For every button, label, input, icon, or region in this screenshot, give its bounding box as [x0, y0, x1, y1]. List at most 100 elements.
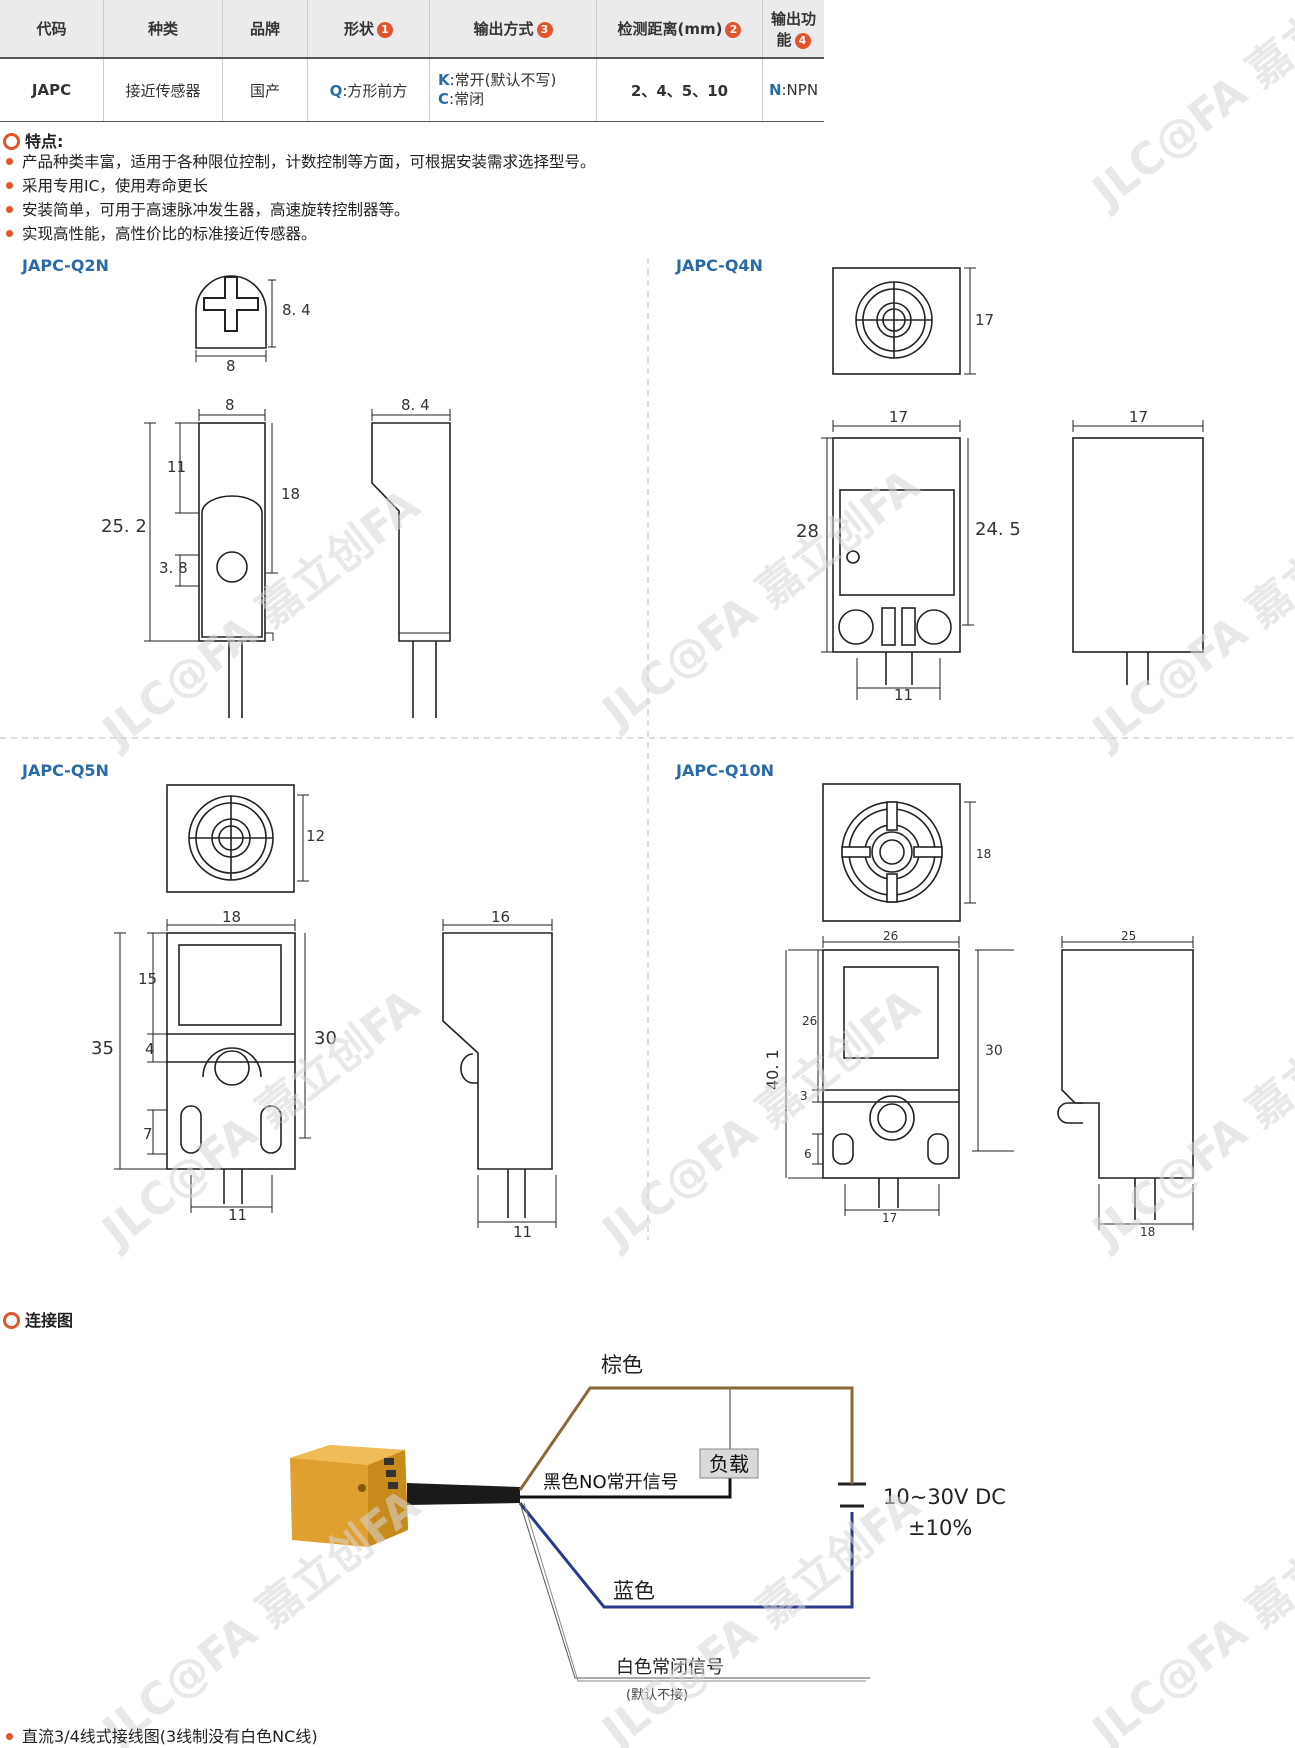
cell-kind: 接近传感器 [103, 58, 223, 122]
sensor-photo [290, 1445, 520, 1547]
dim-text: 8. 4 [282, 301, 311, 319]
load-box [699, 1448, 759, 1479]
q2n-front-view [198, 422, 266, 642]
wiring-heading: 连接图 [3, 1307, 73, 1331]
q2n-cross-mark [203, 276, 259, 332]
section-ring-icon [3, 133, 20, 150]
cell-shape: Q:方形前方 [307, 58, 430, 122]
badge-2: 2 [725, 22, 742, 38]
dim-text: 35 [91, 1038, 114, 1059]
drawing-q4n: 17 17 28 24. 5 11 17 [796, 267, 1204, 704]
dim-text: 8 [226, 357, 236, 375]
cell-brand: 国产 [222, 58, 308, 122]
cell-distance: 2、4、5、10 [596, 58, 763, 122]
q2n-indicator-circle [216, 551, 248, 583]
dim-text: 25. 2 [101, 516, 147, 537]
q5n-side-view [442, 932, 553, 1170]
dim-text: 30 [985, 1043, 1003, 1059]
feature-item: 产品种类丰富，适用于各种限位控制，计数控制等方面，可根据安装需求选择型号。 [6, 150, 596, 174]
dim-text: 15 [138, 970, 157, 988]
dim-text: 11 [228, 1206, 247, 1224]
wiring-diagram: 负载 棕色 黑色NO常开信号 10~30V DC ±10% 蓝色 白色常闭信号 … [290, 1353, 1006, 1703]
features-list: 产品种类丰富，适用于各种限位控制，计数控制等方面，可根据安装需求选择型号。 采用… [6, 150, 596, 246]
dim-text: 16 [491, 908, 510, 926]
voltage-label: 10~30V DC [883, 1485, 1006, 1509]
header-brand: 品牌 [222, 0, 308, 59]
dim-text: 11 [513, 1223, 532, 1241]
black-label: 黑色NO常开信号 [543, 1472, 679, 1493]
dim-text: 24. 5 [975, 519, 1021, 540]
black-wire [520, 1478, 732, 1499]
dim-text: 11 [894, 686, 913, 704]
badge-3: 3 [536, 22, 553, 38]
q2n-front-inner [201, 495, 263, 638]
dim-text: 40. 1 [763, 1049, 782, 1090]
dim-text: 3. 8 [159, 559, 188, 577]
dim-text: 26 [802, 1014, 817, 1028]
q10n-side-view [1061, 949, 1194, 1179]
dim-text: 12 [306, 827, 325, 845]
drawing-q5n: 12 18 15 35 4 30 7 11 16 11 [91, 784, 557, 1241]
brown-label: 棕色 [601, 1353, 643, 1377]
watermarks: JLC@FA 嘉立创FA JLC@FA 嘉立创FA JLC@FA 嘉立创FA J… [91, 0, 1295, 1748]
header-distance: 检测距离(mm)2 [596, 0, 763, 59]
feature-item: 安装简单，可用于高速脉冲发生器，高速旋转控制器等。 [6, 198, 596, 222]
dim-text: 11 [167, 458, 186, 476]
dim-text: 7 [143, 1125, 153, 1143]
header-kind: 种类 [103, 0, 223, 59]
svg-text:JLC@FA 嘉立创FA: JLC@FA 嘉立创FA [91, 980, 429, 1260]
dim-text: 18 [281, 485, 300, 503]
bullet-icon [6, 230, 13, 237]
feature-item: 实现高性能，高性价比的标准接近传感器。 [6, 222, 596, 246]
drawing-q10n: 18 26 26 40. 1 30 3 6 17 25 [763, 783, 1194, 1239]
svg-text:JLC@FA 嘉立创FA: JLC@FA 嘉立创FA [1081, 0, 1295, 219]
dim-text: 17 [882, 1211, 897, 1225]
spec-row: JAPC 接近传感器 国产 Q:方形前方 K:常开(默认不写) C:常闭 2、4… [0, 58, 824, 122]
section-ring-icon [3, 1312, 20, 1329]
dim-text: 30 [314, 1028, 337, 1049]
dim-text: 25 [1121, 929, 1136, 943]
dim-text: 26 [883, 929, 898, 943]
q10n-window [843, 966, 939, 1059]
brown-wire [518, 1386, 854, 1491]
dim-text: 3 [800, 1089, 808, 1103]
q2n-top-view [195, 275, 267, 349]
drawing-q2n: 8. 4 8 8 11 18 25. 2 3. 8 8. 4 [101, 275, 451, 718]
q5n-window [178, 944, 282, 1026]
bullet-icon [6, 182, 13, 189]
white-label: 白色常闭信号 [616, 1657, 724, 1678]
q4n-side-view [1072, 437, 1204, 653]
svg-text:JLC@FA 嘉立创FA: JLC@FA 嘉立创FA [591, 1480, 929, 1748]
q4n-top-view [832, 267, 961, 375]
model-title-q2n: JAPC-Q2N [22, 256, 109, 275]
q4n-window [839, 489, 955, 596]
cell-code: JAPC [0, 58, 104, 122]
dim-text: 28 [796, 521, 819, 542]
load-label: 负载 [709, 1452, 749, 1476]
q5n-target-mark [188, 795, 274, 881]
q4n-target-mark [855, 281, 933, 359]
dim-text: 6 [804, 1147, 812, 1161]
dim-text: 18 [1140, 1225, 1155, 1239]
model-title-q10n: JAPC-Q10N [676, 761, 775, 780]
header-code: 代码 [0, 0, 104, 59]
model-title-q4n: JAPC-Q4N [676, 256, 763, 275]
bullet-icon [6, 206, 13, 213]
dim-text: 8. 4 [401, 396, 430, 414]
q5n-top-view [166, 784, 295, 893]
q10n-front-view [822, 949, 960, 1179]
tolerance-label: ±10% [908, 1516, 972, 1540]
svg-text:JLC@FA 嘉立创FA: JLC@FA 嘉立创FA [1081, 1480, 1295, 1748]
white-wire [519, 1502, 870, 1679]
badge-1: 1 [377, 22, 393, 38]
q2n-side-view [371, 422, 451, 642]
svg-text:JLC@FA 嘉立创FA: JLC@FA 嘉立创FA [91, 1480, 429, 1748]
blue-label: 蓝色 [613, 1579, 655, 1603]
q10n-top-view [822, 783, 961, 922]
dim-text: 17 [1129, 408, 1148, 426]
